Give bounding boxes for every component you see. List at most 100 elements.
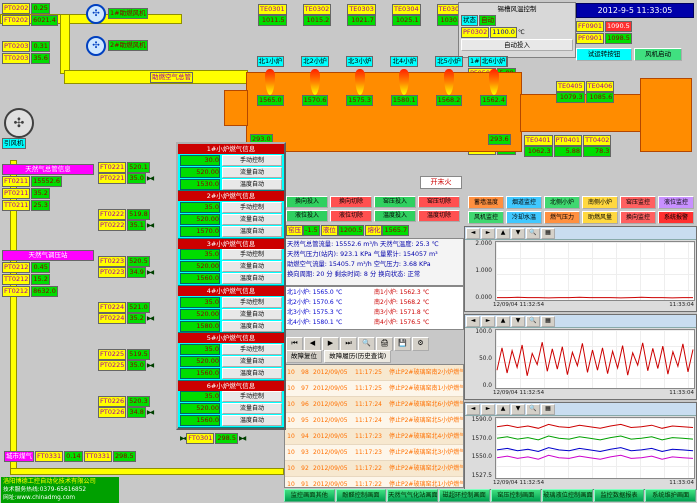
alarm-row[interactable]: 10 98 2012/09/05 11:17:25 停止P2#玻璃窑南2小炉燃气…: [285, 365, 463, 381]
control-button[interactable]: 液位切除: [330, 210, 372, 222]
nav-tile[interactable]: 液位监控: [658, 196, 694, 209]
control-button[interactable]: 温度切除: [418, 210, 460, 222]
control-button[interactable]: 温度投入: [374, 210, 416, 222]
valve-icon[interactable]: ▶◀: [238, 435, 246, 442]
alarm-toolbar-icon[interactable]: 🖨: [376, 337, 393, 351]
valve-icon[interactable]: ▶◀: [146, 221, 154, 229]
nav-tile[interactable]: 北侧小炉: [544, 196, 580, 209]
burner-label[interactable]: 北6小炉: [479, 56, 508, 67]
screen-nav-button[interactable]: 监控画面其他: [284, 489, 335, 502]
tab-fault-reset[interactable]: 故障复位: [286, 350, 322, 363]
flow-auto-button[interactable]: 流量自动: [222, 308, 282, 320]
alarm-toolbar-icon[interactable]: ▶: [322, 337, 339, 351]
chart-toolbar-icon[interactable]: ▼: [511, 403, 525, 415]
control-button[interactable]: 窑压投入: [374, 196, 416, 208]
flow-auto-button[interactable]: 流量自动: [222, 403, 282, 415]
nav-tile[interactable]: 蓄墙温度: [468, 196, 504, 209]
temp-auto-button[interactable]: 温度自动: [222, 415, 282, 427]
valve-icon[interactable]: ▶◀: [146, 408, 154, 416]
tab-fault-history[interactable]: 故障履历(历史查询): [324, 350, 392, 363]
alarm-row[interactable]: 10 91 2012/09/05 11:17:22 停止P2#玻璃窑北1小炉燃气…: [285, 477, 463, 487]
chart-toolbar-icon[interactable]: ◄: [466, 227, 480, 239]
flow-auto-button[interactable]: 流量自动: [222, 166, 282, 178]
chart-toolbar-icon[interactable]: ▲: [496, 227, 510, 239]
control-button[interactable]: 液位投入: [286, 210, 328, 222]
chart-toolbar-icon[interactable]: ▦: [541, 227, 555, 239]
screen-nav-button[interactable]: 窑压控制画面: [490, 489, 542, 502]
chart-toolbar-icon[interactable]: ▼: [511, 227, 525, 239]
temp-auto-button[interactable]: 温度自动: [222, 320, 282, 332]
valve-icon[interactable]: ▶◀: [146, 315, 154, 323]
alarm-toolbar-icon[interactable]: ⏭: [340, 337, 357, 351]
nav-tile[interactable]: 烟道监控: [506, 196, 542, 209]
valve-icon[interactable]: ▶◀: [146, 268, 154, 276]
valve-icon[interactable]: ▶◀: [180, 435, 187, 442]
control-button[interactable]: 换向切除: [330, 196, 372, 208]
alarm-toolbar-icon[interactable]: ⚙: [412, 337, 429, 351]
alarm-toolbar-icon[interactable]: ⏮: [286, 337, 303, 351]
test-run-button[interactable]: 试运转按钮: [576, 48, 632, 61]
nav-tile[interactable]: 系统报警: [658, 211, 694, 224]
burner-label[interactable]: 北5小炉: [435, 56, 463, 67]
nav-tile[interactable]: 冷却水温: [506, 211, 542, 224]
chart-toolbar-icon[interactable]: ►: [481, 315, 495, 327]
company-website[interactable]: 网址:www.chinadmg.com: [3, 495, 76, 501]
manual-control-button[interactable]: 手动控制: [222, 154, 282, 166]
chart-toolbar-icon[interactable]: 🔍: [526, 403, 540, 415]
temp-auto-button[interactable]: 温度自动: [222, 226, 282, 238]
alarm-row[interactable]: 10 95 2012/09/05 11:17:24 停止P2#玻璃窑北5小炉燃气…: [285, 413, 463, 429]
burner-label[interactable]: 北1小炉: [256, 56, 285, 67]
alarm-toolbar-icon[interactable]: 💾: [394, 337, 411, 351]
chart-toolbar-icon[interactable]: ▦: [541, 403, 555, 415]
chart-toolbar-icon[interactable]: ◄: [466, 403, 480, 415]
screen-nav-button[interactable]: 监控数据报表: [593, 489, 645, 502]
nav-tile[interactable]: 南侧小炉: [582, 196, 618, 209]
temp-auto-button[interactable]: 温度自动: [222, 178, 282, 190]
chart-toolbar-icon[interactable]: ▲: [496, 403, 510, 415]
chart-toolbar-icon[interactable]: 🔍: [526, 315, 540, 327]
nav-tile[interactable]: 助燃风量: [582, 211, 618, 224]
alarm-row[interactable]: 10 93 2012/09/05 11:17:23 停止P2#玻璃窑北3小炉燃气…: [285, 445, 463, 461]
nav-tile[interactable]: 窑压监控: [620, 196, 656, 209]
manual-control-button[interactable]: 手动控制: [222, 343, 282, 355]
control-button[interactable]: 换向投入: [286, 196, 328, 208]
screen-nav-button[interactable]: 酚醛控制画面: [335, 489, 387, 502]
valve-icon[interactable]: ▶◀: [146, 361, 154, 369]
temp-auto-button[interactable]: 温度自动: [222, 273, 282, 285]
nav-tile[interactable]: 换向监控: [620, 211, 656, 224]
flow-auto-button[interactable]: 流量自动: [222, 355, 282, 367]
alarm-toolbar-icon[interactable]: 🔍: [358, 337, 375, 351]
alarm-row[interactable]: 10 96 2012/09/05 11:17:24 停止P2#玻璃窑北6小炉燃气…: [285, 397, 463, 413]
temp-auto-button[interactable]: 温度自动: [222, 368, 282, 380]
flow-auto-button[interactable]: 流量自动: [222, 261, 282, 273]
fan-start-button[interactable]: 风机启动: [634, 48, 682, 61]
chart-toolbar-icon[interactable]: ►: [481, 403, 495, 415]
chart-toolbar-icon[interactable]: ▲: [496, 315, 510, 327]
chart-toolbar-icon[interactable]: ◄: [466, 315, 480, 327]
manual-control-button[interactable]: 手动控制: [222, 296, 282, 308]
alarm-row[interactable]: 10 92 2012/09/05 11:17:22 停止P2#玻璃窑北2小炉燃气…: [285, 461, 463, 477]
screen-nav-button[interactable]: 天然气气化站画面: [387, 489, 438, 502]
nav-tile[interactable]: 风机监控: [468, 211, 504, 224]
chart-toolbar-icon[interactable]: 🔍: [526, 227, 540, 239]
alarm-toolbar-icon[interactable]: ◀: [304, 337, 321, 351]
control-button[interactable]: 窑压切除: [418, 196, 460, 208]
alarm-row[interactable]: 10 97 2012/09/05 11:17:25 停止P2#玻璃窑南1小炉燃气…: [285, 381, 463, 397]
burner-label[interactable]: 北4小炉: [390, 56, 419, 67]
burner-label[interactable]: 北2小炉: [301, 56, 329, 67]
manual-control-button[interactable]: 手动控制: [222, 201, 282, 213]
alarm-row[interactable]: 10 94 2012/09/05 11:17:23 停止P2#玻璃窑北4小炉燃气…: [285, 429, 463, 445]
valve-icon[interactable]: ▶◀: [146, 175, 154, 183]
nav-tile[interactable]: 燃气压力: [544, 211, 580, 224]
screen-nav-button[interactable]: 磁超环控制画面: [438, 489, 490, 502]
chart-toolbar-icon[interactable]: ▼: [511, 315, 525, 327]
burner-label[interactable]: 北3小炉: [345, 56, 374, 67]
manual-control-button[interactable]: 手动控制: [222, 249, 282, 261]
flow-auto-button[interactable]: 流量自动: [222, 213, 282, 225]
manual-control-button[interactable]: 手动控制: [222, 391, 282, 403]
screen-nav-button[interactable]: 玻璃液位控制画面: [542, 489, 593, 502]
screen-nav-button[interactable]: 系统维护画面: [645, 489, 696, 502]
chart-toolbar-icon[interactable]: ►: [481, 227, 495, 239]
auto-engage-button[interactable]: 自动投入: [461, 39, 573, 51]
chart-toolbar-icon[interactable]: ▦: [541, 315, 555, 327]
